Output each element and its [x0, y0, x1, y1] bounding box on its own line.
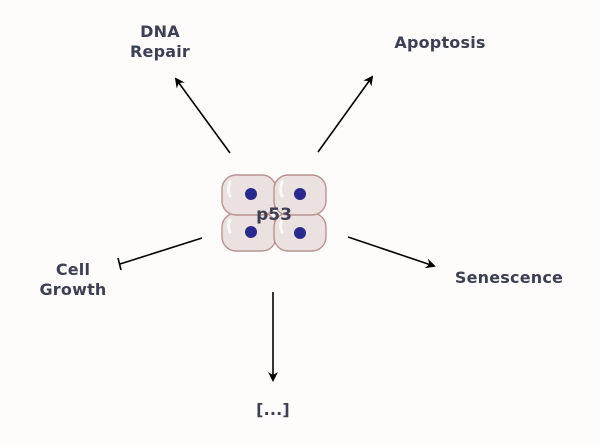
outcome-other: [...]: [248, 400, 298, 420]
arrow-to-apoptosis: [317, 75, 374, 153]
p53-label: p53: [256, 205, 292, 225]
outcome-label-line: DNA: [140, 22, 180, 41]
outcome-label-line: Apoptosis: [394, 33, 486, 52]
outcome-label-line: Repair: [130, 42, 190, 61]
outcome-label-line: Growth: [39, 280, 107, 299]
outcome-label-line: Cell: [55, 260, 91, 279]
outcome-cell-growth: Cell Growth: [30, 260, 116, 300]
cell-cluster-icon: [221, 174, 327, 252]
outcome-dna-repair: DNA Repair: [115, 22, 205, 62]
outcome-label-line: Senescence: [454, 268, 564, 287]
inhibit-to-cell-growth: [117, 237, 203, 271]
outcome-senescence: Senescence: [448, 268, 570, 288]
cell-top-right: [273, 174, 327, 216]
outcome-label-line: [...]: [256, 400, 290, 419]
arrow-to-dna-repair: [174, 77, 231, 154]
outcome-apoptosis: Apoptosis: [385, 33, 495, 53]
cell-top-left: [221, 174, 277, 216]
arrow-to-senescence: [347, 236, 436, 269]
